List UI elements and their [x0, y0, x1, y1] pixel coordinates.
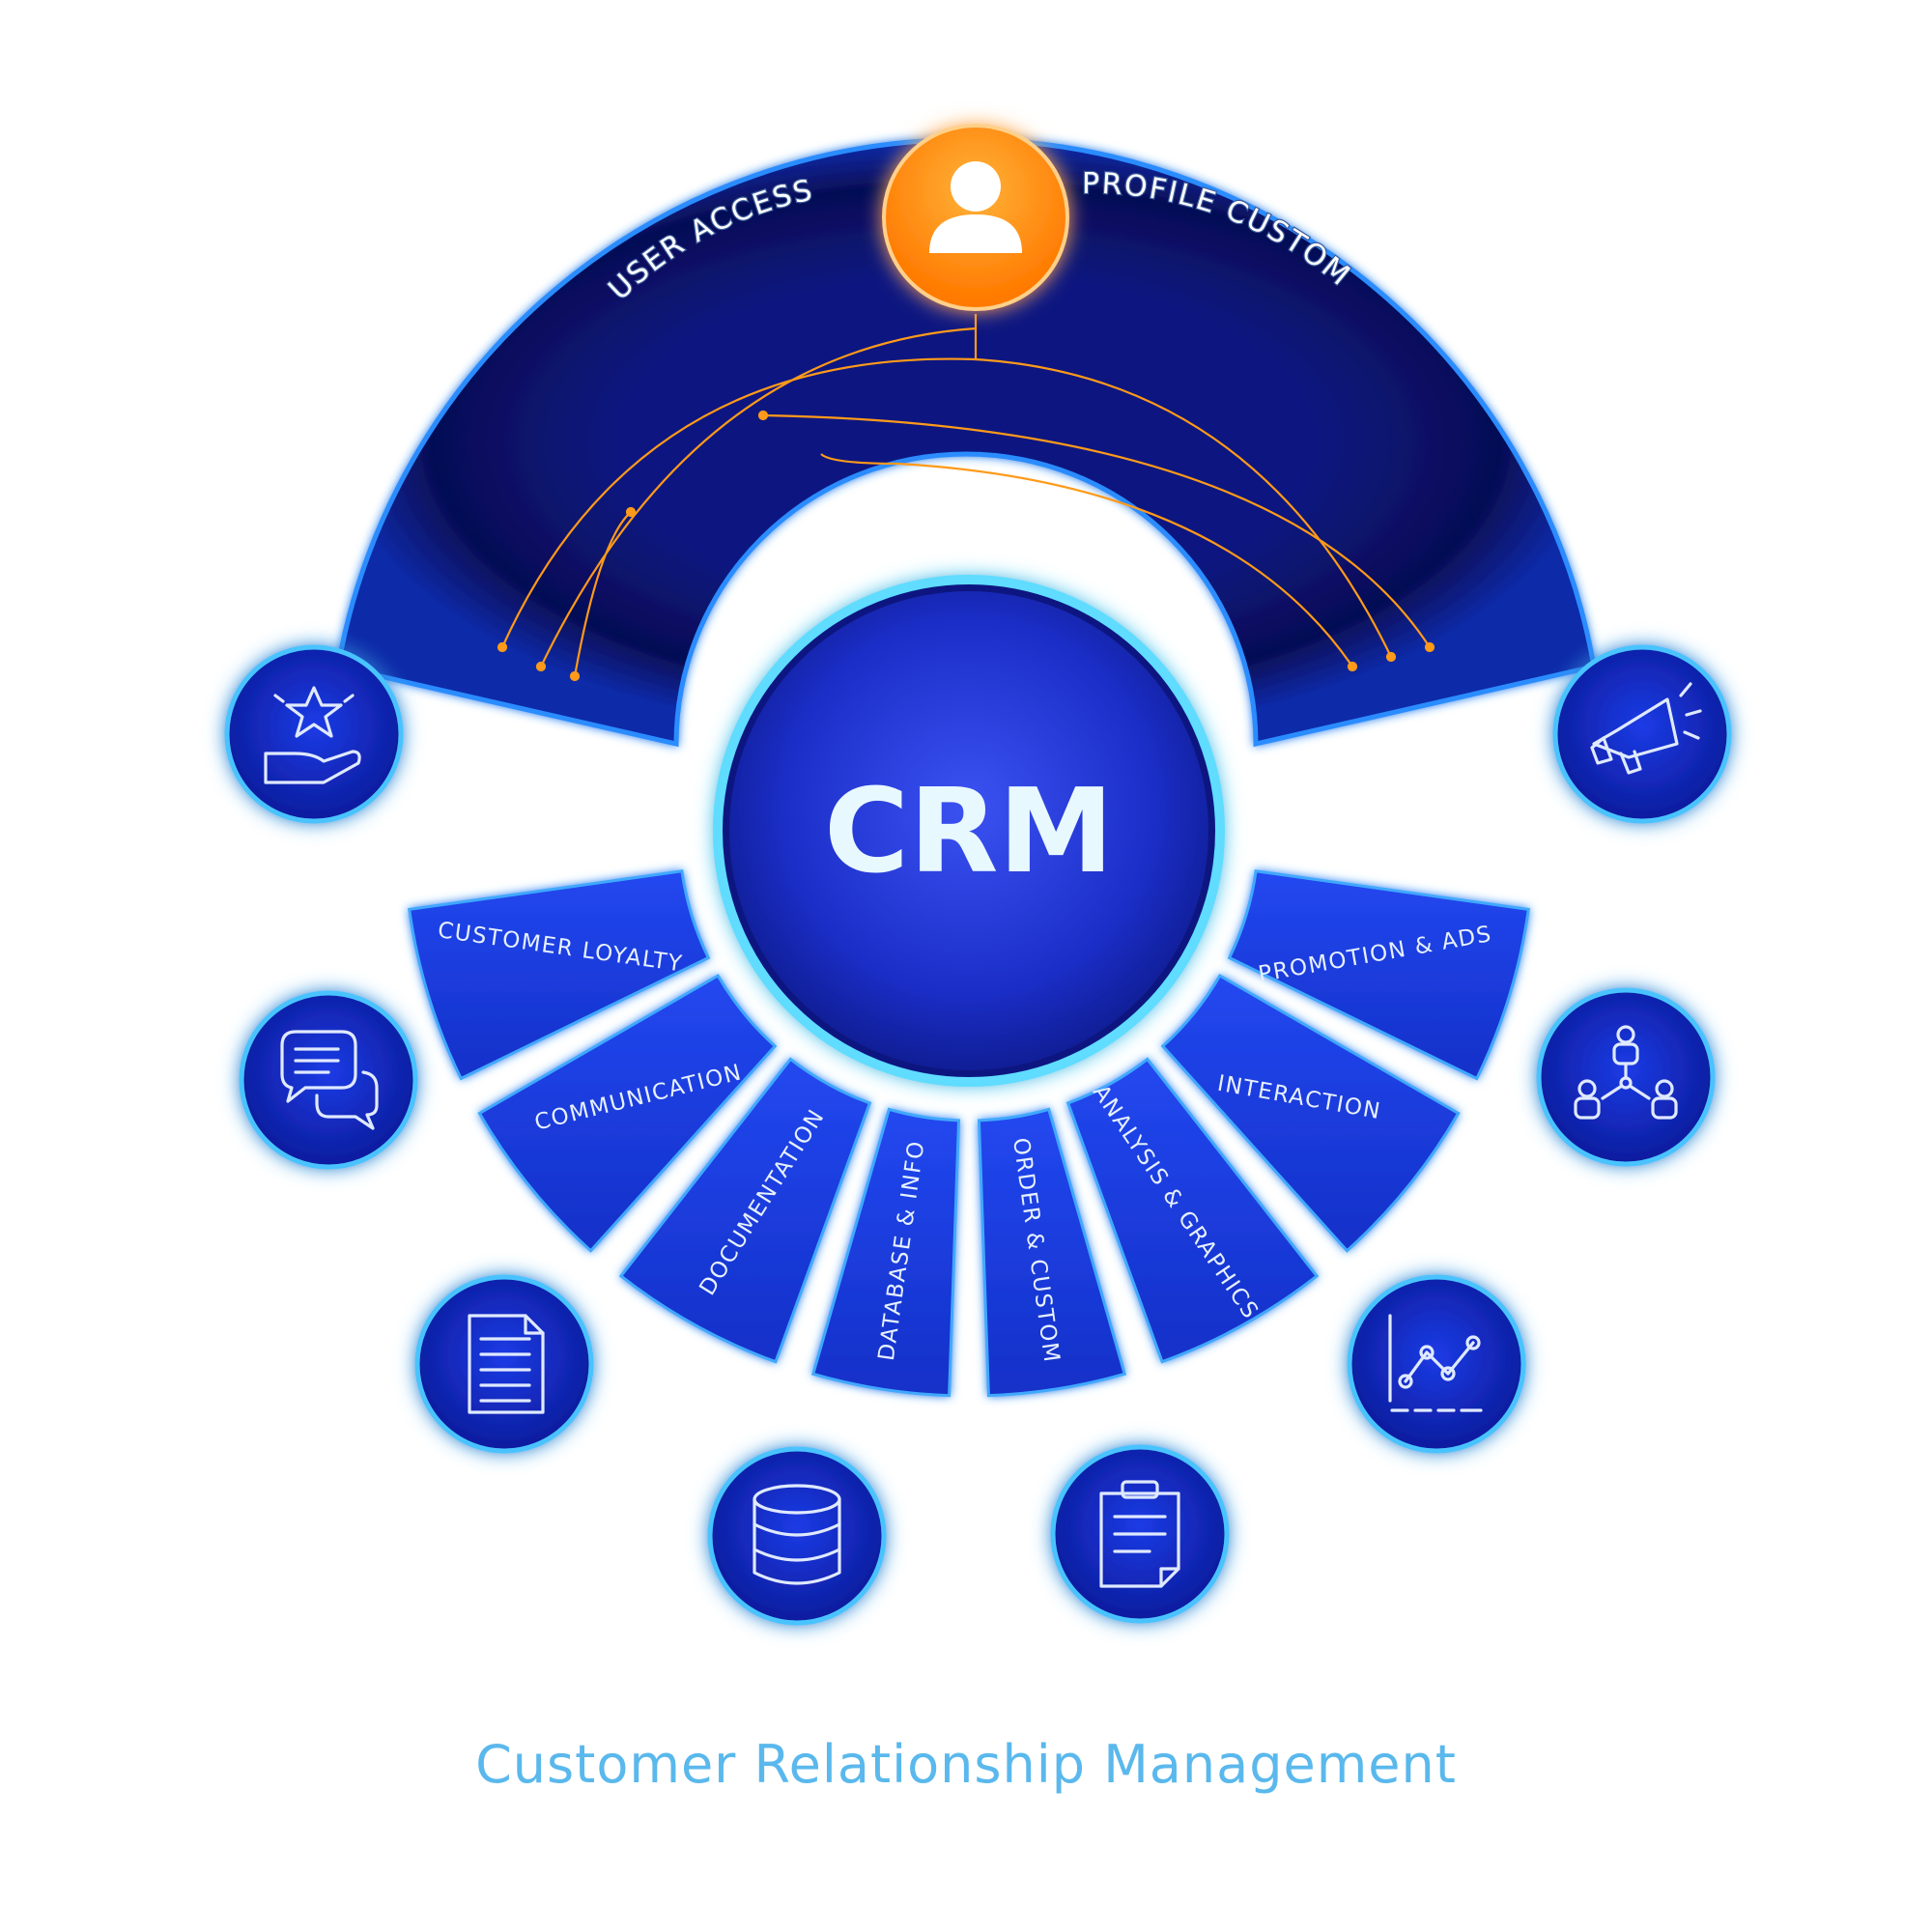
document-icon — [468, 1314, 545, 1414]
icon-node-2 — [239, 990, 418, 1170]
icon-node-4 — [707, 1446, 887, 1626]
line-chart-icon — [1388, 1314, 1483, 1412]
segment-panel-4 — [810, 1107, 961, 1398]
icon-node-6 — [1347, 1274, 1526, 1454]
megaphone-icon — [1590, 682, 1702, 775]
icon-node-3 — [414, 1274, 594, 1454]
circuit-lines — [497, 314, 1435, 682]
segment-panel-3 — [618, 1057, 872, 1364]
icon-node-8 — [1552, 644, 1732, 824]
segment-panel-7 — [1160, 973, 1461, 1253]
crm-center: CRM — [713, 575, 1225, 1087]
segment-panel-6 — [1065, 1057, 1320, 1364]
chat-bubbles-icon — [280, 1030, 379, 1130]
segment-panel-2 — [477, 973, 778, 1253]
database-icon — [753, 1484, 841, 1585]
segment-panel-1 — [407, 869, 711, 1081]
user-icon — [929, 161, 1022, 253]
clipboard-icon — [1099, 1480, 1180, 1588]
icon-node-1 — [224, 644, 404, 824]
segment-panel-5 — [977, 1107, 1127, 1398]
network-people-icon — [1574, 1025, 1678, 1120]
hand-star-icon — [264, 686, 361, 784]
segment-panel-8 — [1227, 869, 1531, 1081]
icon-node-7 — [1536, 987, 1716, 1167]
page-subtitle: Customer Relationship Management — [475, 1734, 1457, 1795]
crm-label: CRM — [824, 765, 1114, 899]
icon-node-5 — [1050, 1444, 1230, 1624]
upper-ring — [335, 137, 1597, 748]
user-access-node — [882, 124, 1069, 311]
